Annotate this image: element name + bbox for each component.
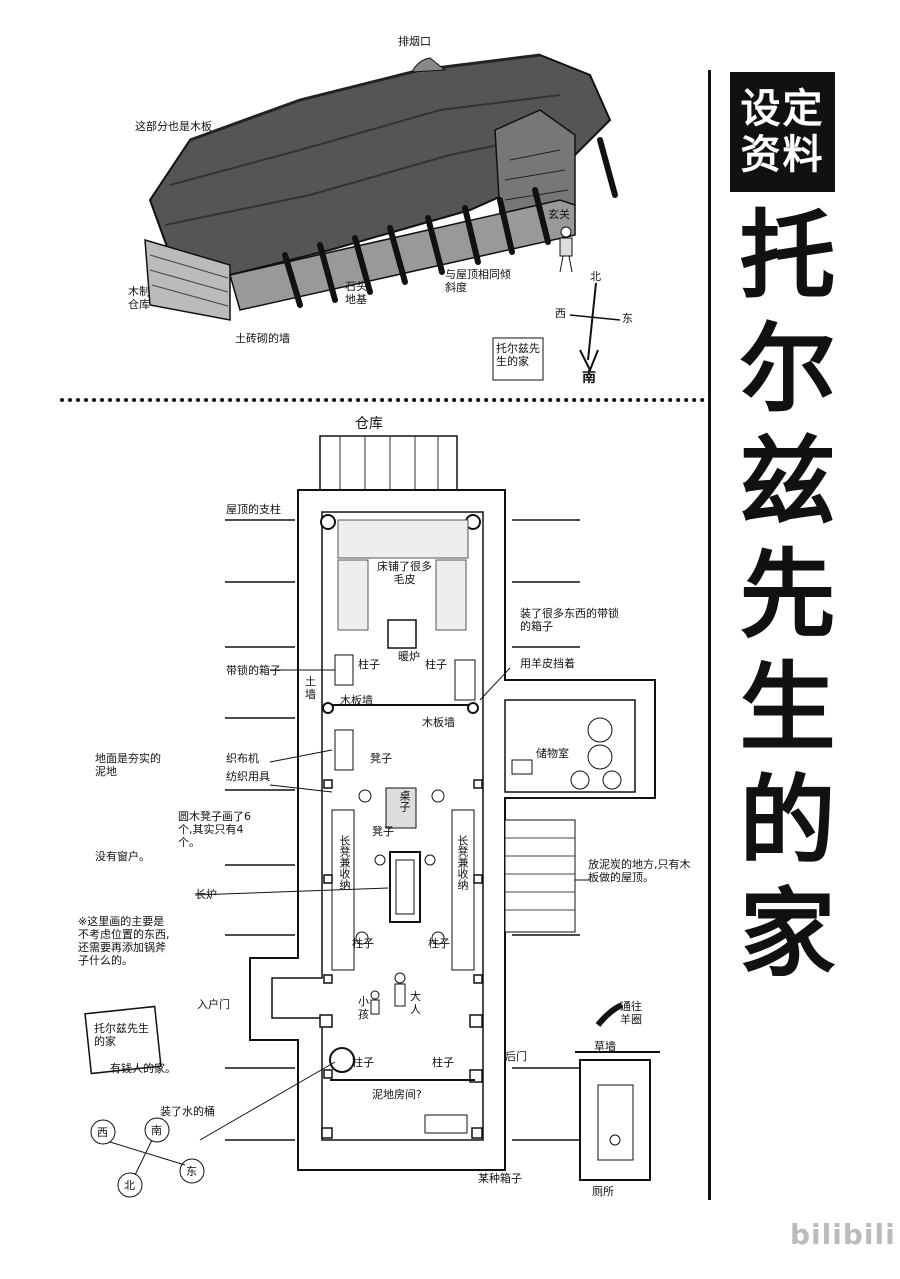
stool-label: 凳子 <box>370 752 392 765</box>
compass-east: 东 <box>622 312 633 325</box>
mud-room-label: 泥地房间? <box>372 1088 422 1101</box>
compass-east: 东 <box>186 1165 197 1178</box>
no-window-label: 没有窗户。 <box>95 850 150 863</box>
badge-line: 设定 <box>740 86 825 132</box>
table-label: 桌子 <box>398 790 411 812</box>
pillar-label: 柱子 <box>358 658 380 671</box>
bed-label: 床铺了很多毛皮 <box>377 560 432 586</box>
compass-north: 北 <box>124 1179 135 1192</box>
note-label: ※这里画的主要是不考虑位置的东西,还需要再添加锅斧子什么的。 <box>78 915 170 967</box>
same-slope-label: 与屋顶相同倾斜度 <box>445 268 511 294</box>
exterior-caption: 托尔兹先生的家 <box>496 342 540 368</box>
title-char: 尔 <box>739 313 836 425</box>
title-char: 先 <box>739 539 836 651</box>
pantry-label: 储物室 <box>536 747 569 760</box>
section-divider <box>60 398 705 402</box>
plan-caption-note: 有钱人的家。 <box>110 1062 176 1075</box>
loom-label: 织布机 <box>226 752 259 765</box>
bench-right-label: 长凳兼收纳 <box>456 835 469 890</box>
child-label: 小孩 <box>358 995 369 1021</box>
pillar-label: 柱子 <box>432 1056 454 1069</box>
storage-label: 仓库 <box>355 416 383 432</box>
pillar-label: 柱子 <box>428 937 450 950</box>
stool-label: 凳子 <box>372 825 394 838</box>
compass-west: 西 <box>555 307 566 320</box>
compass-south: 南 <box>151 1124 162 1137</box>
page-title: 托 尔 兹 先 生 的 家 <box>720 200 855 991</box>
fireplace-label: 暖炉 <box>398 650 420 663</box>
wooden-part-label: 这部分也是木板 <box>135 120 212 133</box>
title-char: 的 <box>739 765 836 877</box>
title-divider <box>708 70 711 1200</box>
water-bucket-label: 装了水的桶 <box>160 1105 215 1118</box>
wood-wall-right-label: 木板墙 <box>422 716 455 729</box>
watermark: bilibili <box>790 1218 896 1251</box>
adobe-wall-label: 土砖砌的墙 <box>235 332 290 345</box>
house-exterior-sketch <box>144 53 621 381</box>
pillar-label: 柱子 <box>352 1056 374 1069</box>
sheepskin-label: 用羊皮挡着 <box>520 657 575 670</box>
compass-north: 北 <box>590 270 601 283</box>
toilet-label: 厕所 <box>592 1185 614 1198</box>
weaving-tools-label: 纺织用具 <box>226 770 270 783</box>
locked-box-full-label: 装了很多东西的带锁的箱子 <box>520 607 619 633</box>
grass-wall-label: 草墙 <box>594 1040 616 1053</box>
earth-wall-label: 土墙 <box>305 675 316 701</box>
pillar-label: 柱子 <box>425 658 447 671</box>
round-stools-label: 圆木凳子画了6个,其实只有4个。 <box>178 810 251 849</box>
to-sheep-label: 通往羊圈 <box>620 1000 642 1026</box>
adult-label: 大人 <box>410 990 421 1016</box>
title-char: 托 <box>739 200 836 312</box>
stone-base-label: 石头地基 <box>345 280 367 306</box>
wooden-storage-label: 木制仓库 <box>128 285 150 311</box>
badge-line: 资料 <box>740 132 825 178</box>
compass-south: 南 <box>582 370 596 386</box>
floor-plan <box>84 435 660 1198</box>
title-char: 兹 <box>739 426 836 538</box>
pillar-label: 柱子 <box>352 937 374 950</box>
bench-left-label: 长凳兼收纳 <box>338 835 351 890</box>
plan-caption: 托尔兹先生的家 <box>94 1022 149 1048</box>
peat-label: 放泥炭的地方,只有木板做的屋顶。 <box>588 858 691 884</box>
setting-badge: 设定 资料 <box>730 72 835 192</box>
title-char: 生 <box>739 652 836 764</box>
chimney-label: 排烟口 <box>398 35 431 48</box>
title-char: 家 <box>739 878 836 990</box>
seed-box-label: 某种箱子 <box>478 1172 522 1185</box>
wood-wall-left-label: 木板墙 <box>340 694 373 707</box>
front-door-label: 入户门 <box>197 998 230 1011</box>
locked-box-label: 带锁的箱子 <box>226 664 281 677</box>
entrance-label: 玄关 <box>548 208 570 221</box>
dirt-floor-label: 地面是夯实的泥地 <box>95 752 161 778</box>
roof-pillar-label: 屋顶的支柱 <box>226 503 281 516</box>
hearth-label: 长炉 <box>195 888 217 901</box>
compass-west: 西 <box>97 1126 108 1139</box>
back-door-label: 后门 <box>505 1050 527 1063</box>
